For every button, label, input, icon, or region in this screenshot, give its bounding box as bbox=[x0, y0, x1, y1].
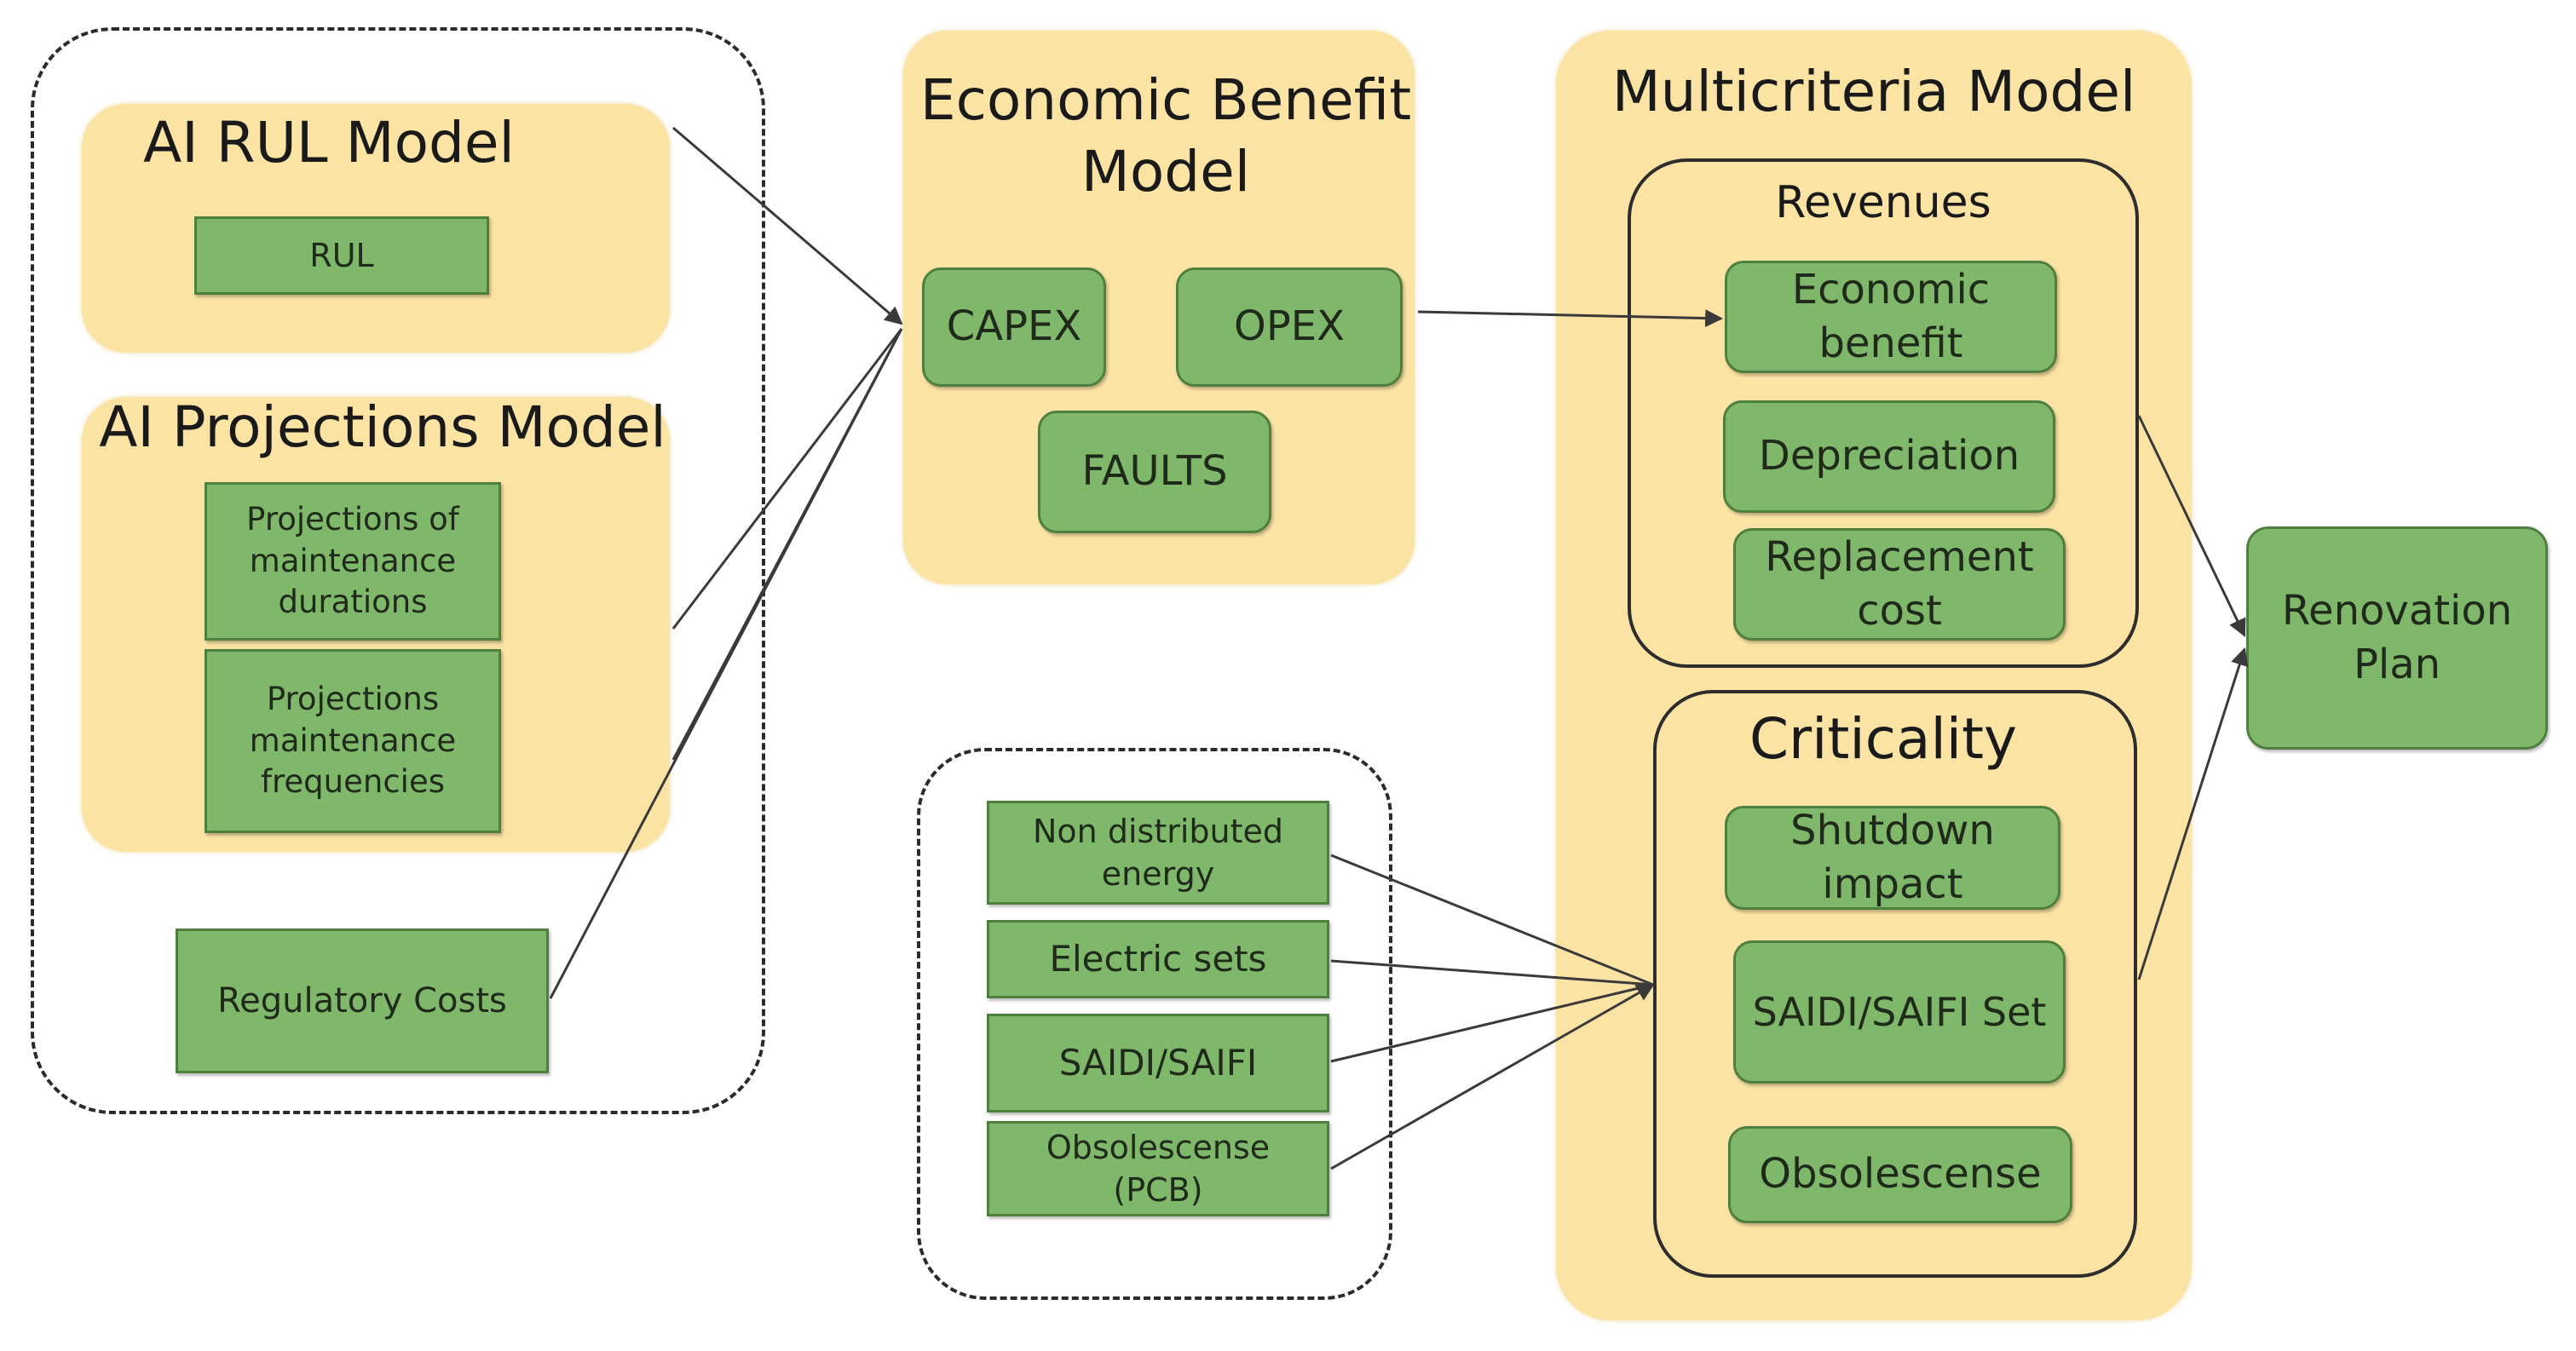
saidi-saifi-set-box: SAIDI/SAIFI Set bbox=[1733, 940, 2066, 1084]
arrow-regulatory-to-economic bbox=[549, 328, 903, 999]
capex-box: CAPEX bbox=[922, 267, 1106, 387]
faults-box: FAULTS bbox=[1038, 411, 1271, 533]
projections-durations-box: Projections of maintenance durations bbox=[205, 482, 501, 641]
non-distributed-energy-box: Non distributed energy bbox=[987, 801, 1329, 905]
shutdown-impact-box: Shutdown impact bbox=[1725, 806, 2060, 910]
arrow-criticality-to-plan bbox=[2137, 647, 2249, 980]
ai-projections-model-title: AI Projections Model bbox=[99, 394, 666, 460]
criticality-group bbox=[1653, 690, 2137, 1278]
criteria-inputs-group bbox=[917, 748, 1392, 1300]
saidi-saifi-box: SAIDI/SAIFI bbox=[987, 1014, 1329, 1112]
arrow-non-distributed-to-criticality bbox=[1330, 854, 1654, 986]
multicriteria-model-title: Multicriteria Model bbox=[1611, 59, 2136, 124]
regulatory-costs-box: Regulatory Costs bbox=[176, 928, 549, 1073]
replacement-cost-box: Replacement cost bbox=[1733, 528, 2066, 641]
electric-sets-box: Electric sets bbox=[987, 920, 1329, 998]
arrow-revenues-to-plan bbox=[2137, 415, 2246, 637]
arrow-durations-to-economic bbox=[671, 328, 903, 630]
projections-frequencies-box: Projections maintenance frequencies bbox=[205, 649, 501, 833]
arrow-saidi-saifi-to-criticality bbox=[1330, 983, 1654, 1063]
inputs-group bbox=[31, 27, 765, 1114]
revenues-title: Revenues bbox=[1775, 177, 1991, 228]
multicriteria-model-panel bbox=[1556, 31, 2192, 1320]
opex-box: OPEX bbox=[1176, 267, 1403, 387]
criticality-title: Criticality bbox=[1749, 706, 2018, 772]
arrow-obsolescense-to-criticality bbox=[1330, 983, 1655, 1170]
arrow-rul-to-economic bbox=[672, 126, 903, 325]
arrow-economic-to-revenues bbox=[1417, 309, 1724, 328]
revenues-group bbox=[1628, 158, 2139, 668]
arrow-electric-sets-to-criticality bbox=[1330, 959, 1654, 986]
rul-box: RUL bbox=[194, 216, 489, 295]
ai-rul-model-title: AI RUL Model bbox=[143, 110, 515, 175]
renovation-plan-box: Renovation Plan bbox=[2246, 526, 2548, 750]
economic-benefit-model-title: Economic Benefit Model bbox=[919, 67, 1412, 205]
obsolescense-box: Obsolescense bbox=[1728, 1126, 2072, 1223]
obsolescense-pcb-box: Obsolescense (PCB) bbox=[987, 1121, 1329, 1216]
economic-benefit-box: Economic benefit bbox=[1725, 261, 2057, 373]
depreciation-box: Depreciation bbox=[1723, 400, 2055, 513]
